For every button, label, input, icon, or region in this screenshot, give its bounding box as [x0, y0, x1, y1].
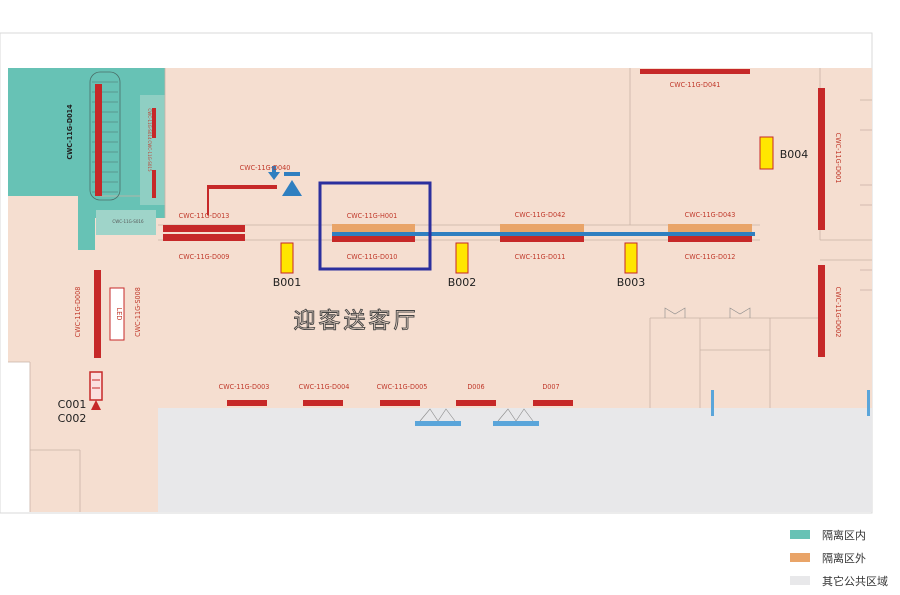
label-b003: B003	[617, 276, 646, 289]
label-d040: CWC-11G-D040	[240, 163, 291, 172]
legend-label-inside: 隔离区内	[822, 528, 866, 542]
label-d013: CWC-11G-D013	[179, 211, 230, 220]
label-d041: CWC-11G-D041	[670, 80, 721, 89]
counter-d005-bar	[380, 400, 420, 406]
counter-d014-bar	[95, 84, 102, 196]
counter-d040-bar	[207, 185, 277, 189]
hall-title: 迎客送客厅	[293, 309, 418, 334]
label-c002: C002	[58, 412, 87, 425]
led-sign: LED	[109, 287, 125, 341]
bottom-gates	[415, 390, 870, 426]
legend-swatch-inside	[790, 530, 810, 539]
counter-d012-bar	[668, 235, 752, 242]
label-d006: D006	[467, 382, 484, 391]
label-b001: B001	[273, 276, 302, 289]
side-arrow-icon	[284, 172, 300, 176]
counter-s016-bar	[152, 170, 156, 198]
label-d010: CWC-11G-D010	[347, 252, 398, 261]
counter-d001-bar	[818, 88, 825, 230]
label-h001: CWC-11G-H001	[347, 211, 398, 220]
legend-label-outside: 隔离区外	[822, 551, 866, 565]
label-d009: CWC-11G-D009	[179, 252, 230, 261]
counter-d041-bar	[640, 69, 750, 74]
baggage-belt	[332, 232, 755, 236]
label-s015: CWC-11G-S015	[146, 140, 152, 172]
isolation-inner-room	[96, 210, 156, 235]
info-icon-group	[268, 166, 302, 196]
label-d003: CWC-11G-D003	[219, 382, 270, 391]
label-d043: CWC-11G-D043	[685, 210, 736, 219]
map-legend: 隔离区内 隔离区外 其它公共区域	[790, 523, 888, 592]
label-d008: CWC-11G-D008	[73, 287, 82, 338]
label-s014: CWC-11G-S014	[146, 108, 152, 140]
counter-d013-bar	[163, 225, 245, 232]
label-d012: CWC-11G-D012	[685, 252, 736, 261]
legend-swatch-outside	[790, 553, 810, 562]
label-d014: CWC-11G-D014	[65, 104, 74, 160]
gate-b002-marker	[455, 242, 469, 274]
legend-swatch-public	[790, 576, 810, 585]
label-d007: D007	[542, 382, 559, 391]
counter-d007-bar	[533, 400, 573, 406]
led-label: LED	[115, 308, 124, 321]
counter-d009-bar	[163, 234, 245, 241]
legend-item-public: 其它公共区域	[790, 569, 888, 592]
legend-label-public: 其它公共区域	[822, 574, 888, 588]
down-arrow-icon	[268, 172, 280, 180]
highlight-frame-h001	[318, 181, 432, 271]
label-d011: CWC-11G-D011	[515, 252, 566, 261]
label-d002: CWC-11G-D002	[834, 287, 843, 338]
gate-b003-marker	[624, 242, 638, 274]
counter-s014-bar	[152, 108, 156, 138]
label-b004: B004	[780, 148, 809, 161]
counter-bars	[94, 69, 825, 406]
gate-doors	[419, 307, 751, 422]
legend-item-outside: 隔离区外	[790, 546, 888, 569]
warning-triangle-icon	[282, 180, 302, 196]
counter-d011-bar	[500, 235, 584, 242]
counter-labels: CWC-11G-D014 CWC-11G-S014 CWC-11G-S015 C…	[65, 80, 843, 391]
gate-b001-marker	[280, 242, 294, 274]
gate-labels: B001 B002 B003 B004 C001 C002	[58, 148, 809, 425]
label-d004: CWC-11G-D004	[299, 382, 350, 391]
floor-area	[8, 68, 872, 512]
c001-kiosk	[89, 371, 103, 410]
counter-d006-bar	[456, 400, 496, 406]
label-d001: CWC-11G-D001	[834, 133, 843, 184]
gate-markers	[280, 136, 774, 274]
counter-d040-post	[207, 185, 209, 215]
label-b002: B002	[448, 276, 477, 289]
counter-d004-bar	[303, 400, 343, 406]
gate-b004-marker	[759, 136, 774, 170]
legend-item-inside: 隔离区内	[790, 523, 888, 546]
label-d005: CWC-11G-D005	[377, 382, 428, 391]
counter-d010-bar	[332, 235, 415, 242]
counter-d003-bar	[227, 400, 267, 406]
label-c001: C001	[58, 398, 87, 411]
isolation-inside-area	[8, 68, 165, 250]
label-d042: CWC-11G-D042	[515, 210, 566, 219]
counter-d008-bar	[94, 270, 101, 358]
counter-d002-bar	[818, 265, 825, 357]
walls	[8, 68, 872, 512]
label-s016: CWC-11G-S016	[112, 219, 144, 225]
outside-belts	[332, 224, 752, 232]
label-s008: CWC-11G-S008	[133, 287, 142, 337]
